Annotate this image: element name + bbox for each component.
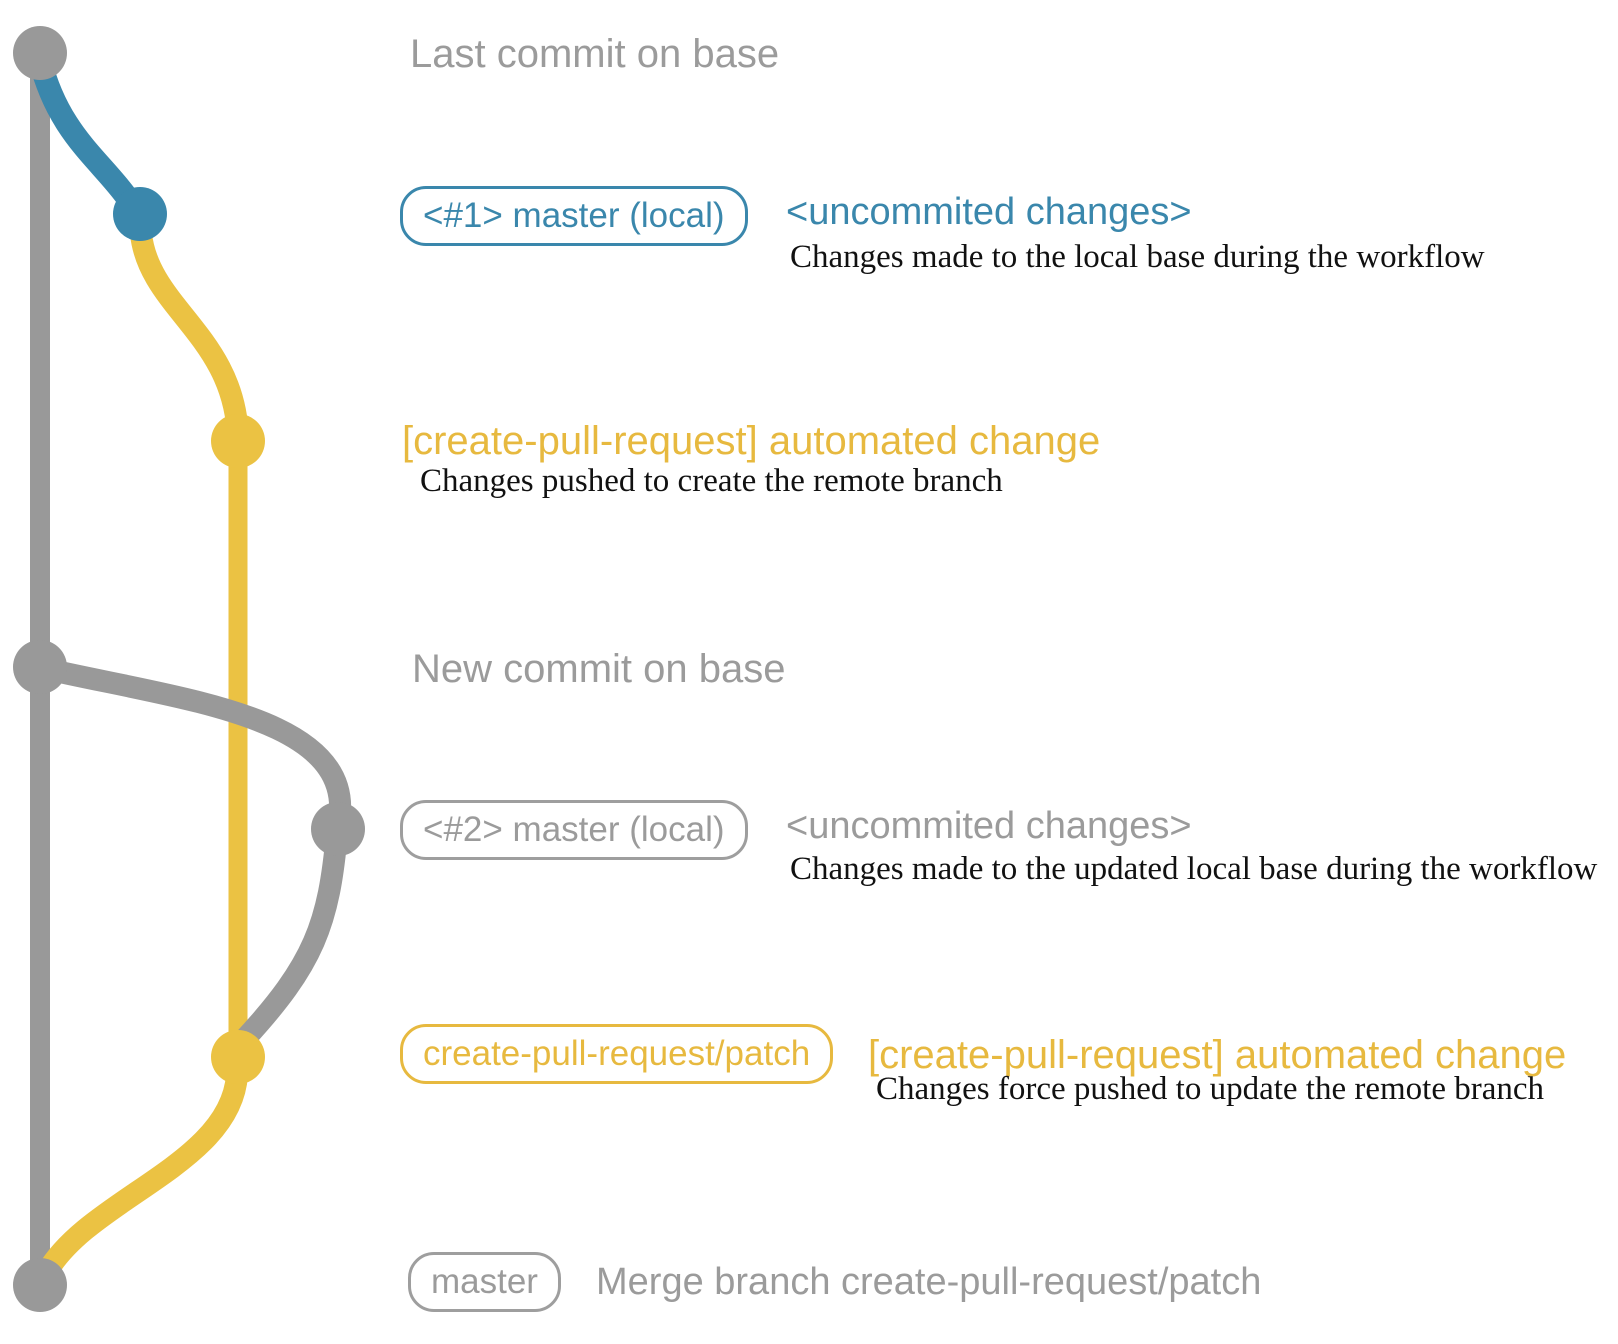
commit-node-remote-1	[211, 414, 265, 468]
edge-base-to-local-1	[28, 48, 138, 208]
headline-uncommited-changes-2: <uncommited changes>	[786, 805, 1192, 847]
headline-automated-change-1: [create-pull-request] automated change	[402, 419, 1101, 463]
title-new-commit-on-base: New commit on base	[412, 647, 786, 691]
note-remote-2: Changes force pushed to update the remot…	[876, 1071, 1545, 1107]
badge-master-local-2: <#2> master (local)	[400, 800, 748, 860]
edge-local-2-to-remote-2	[233, 821, 348, 1051]
badge-master-local-1: <#1> master (local)	[400, 186, 748, 246]
commit-node-local-1	[113, 187, 167, 241]
badge-master: master	[408, 1252, 561, 1312]
note-remote-1: Changes pushed to create the remote bran…	[420, 463, 1003, 499]
commit-node-last-commit-on-base	[13, 26, 67, 80]
title-last-commit-on-base: Last commit on base	[410, 32, 780, 76]
badge-create-pull-request-patch: create-pull-request/patch	[400, 1024, 834, 1084]
note-local-2: Changes made to the updated local base d…	[790, 851, 1598, 887]
commit-node-local-2	[311, 802, 365, 856]
edge-local-1-to-remote-1	[130, 223, 249, 449]
headline-merge-branch: Merge branch create-pull-request/patch	[596, 1261, 1262, 1303]
edge-remote-2-to-merge	[36, 1064, 248, 1283]
commit-node-new-commit-on-base	[13, 640, 67, 694]
note-local-1: Changes made to the local base during th…	[790, 239, 1485, 275]
headline-automated-change-2: [create-pull-request] automated change	[868, 1033, 1567, 1077]
headline-uncommited-changes-1: <uncommited changes>	[786, 191, 1192, 233]
commit-node-merge	[13, 1258, 67, 1312]
commit-node-remote-2	[211, 1030, 265, 1084]
edge-base-to-local-2	[31, 657, 352, 837]
